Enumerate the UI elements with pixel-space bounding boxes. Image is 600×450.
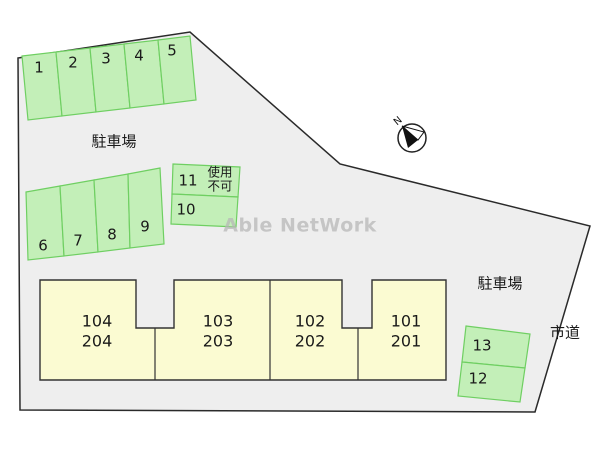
building: 104 204 103 203 102 202 101 201 bbox=[39, 279, 447, 381]
parking-row-top: 1 2 3 4 5 bbox=[21, 35, 197, 121]
unit-204: 204 bbox=[82, 332, 113, 351]
unavailable-note-line1: 使用 bbox=[207, 165, 232, 180]
unit-202: 202 bbox=[295, 332, 326, 351]
parking-slot-9 bbox=[127, 167, 165, 249]
unit-203: 203 bbox=[203, 332, 234, 351]
slot-label-7: 7 bbox=[73, 232, 83, 250]
road-label: 市道 bbox=[550, 324, 580, 342]
unit-201: 201 bbox=[391, 332, 422, 351]
slot-label-13: 13 bbox=[472, 337, 491, 355]
parking-slot-10 bbox=[170, 193, 239, 228]
compass-icon: N bbox=[392, 115, 427, 153]
slot-label-1: 1 bbox=[34, 59, 44, 77]
slot-label-2: 2 bbox=[68, 54, 78, 72]
slot-label-10: 10 bbox=[176, 201, 195, 219]
unit-104: 104 bbox=[82, 312, 113, 331]
parking-slot-4 bbox=[123, 39, 165, 109]
slot-label-8: 8 bbox=[107, 226, 117, 244]
slot-label-6: 6 bbox=[38, 237, 48, 255]
unit-101: 101 bbox=[391, 312, 422, 331]
watermark: Able NetWork bbox=[223, 215, 377, 237]
parking-row-middle: 6 7 8 9 bbox=[25, 167, 165, 261]
slot-label-11: 11 bbox=[178, 172, 197, 190]
parking-label-right: 駐車場 bbox=[477, 275, 522, 293]
slot-label-9: 9 bbox=[140, 218, 150, 236]
building-outline bbox=[39, 279, 447, 381]
slot-label-4: 4 bbox=[134, 47, 144, 65]
unit-103: 103 bbox=[203, 312, 234, 331]
parking-slot-12 bbox=[457, 361, 526, 403]
parking-block-center: 11 使用 不可 10 bbox=[170, 163, 241, 228]
slot-label-3: 3 bbox=[101, 50, 111, 68]
parking-slot-5 bbox=[157, 35, 197, 105]
slot-label-5: 5 bbox=[167, 42, 177, 60]
parking-block-right: 13 12 bbox=[457, 325, 531, 403]
slot-label-12: 12 bbox=[468, 370, 487, 388]
parking-lot-area bbox=[17, 31, 591, 413]
parking-label-top: 駐車場 bbox=[91, 133, 136, 151]
unavailable-note-line2: 不可 bbox=[207, 179, 232, 194]
unit-102: 102 bbox=[295, 312, 326, 331]
